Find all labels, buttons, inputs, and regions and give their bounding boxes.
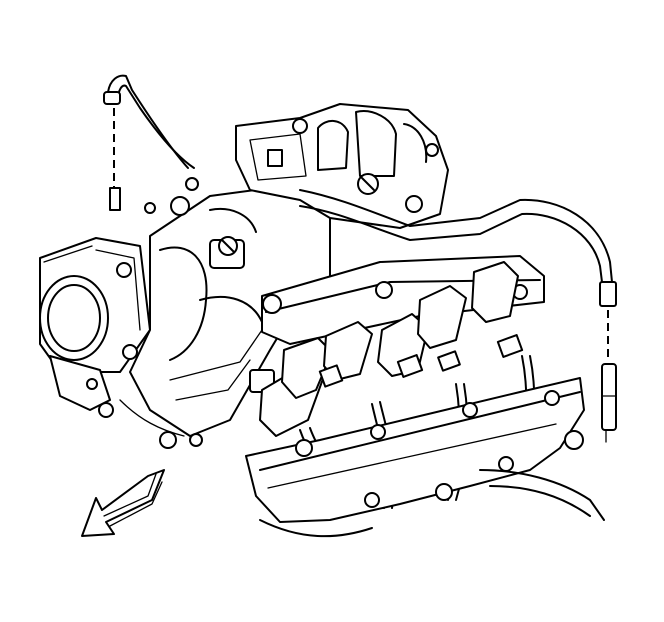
arrow-front-icon	[81, 469, 165, 537]
throttle-body	[39, 237, 151, 373]
ignition-coils	[259, 261, 524, 437]
upper-housing	[235, 103, 449, 229]
vacuum-line-right	[299, 189, 617, 443]
intake-manifold	[129, 177, 331, 449]
pcv-hose-left	[103, 74, 195, 211]
left-lower-bracket	[49, 355, 185, 437]
cylinder-head	[245, 377, 605, 538]
